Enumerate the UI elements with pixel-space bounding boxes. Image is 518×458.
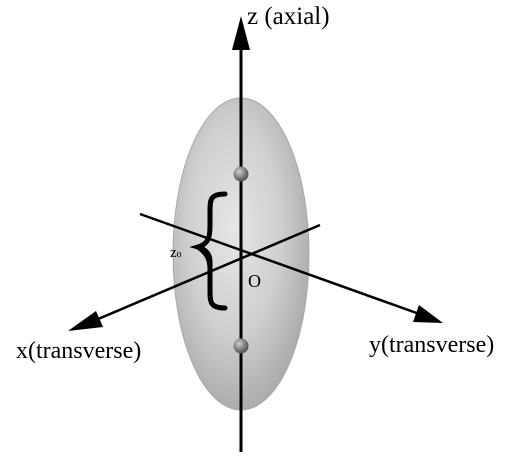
lower-brace <box>195 244 228 311</box>
upper-spot <box>233 166 249 182</box>
z-axis-arrowhead <box>232 16 250 50</box>
y-axis-label: y(transverse) <box>369 332 495 358</box>
x-axis-line <box>83 223 321 327</box>
origin-label: O <box>248 271 261 291</box>
z-axis-label: z (axial) <box>247 3 330 30</box>
x-axis-arrowhead <box>68 311 103 331</box>
z0-label-sub: o <box>176 249 182 260</box>
y-axis-arrowhead <box>413 305 443 323</box>
lower-spot <box>233 338 249 354</box>
x-axis-label: x(transverse) <box>16 338 142 364</box>
y-axis-line <box>139 212 426 318</box>
z0-label: zo <box>170 246 182 261</box>
z0-label-main: z <box>170 245 177 261</box>
